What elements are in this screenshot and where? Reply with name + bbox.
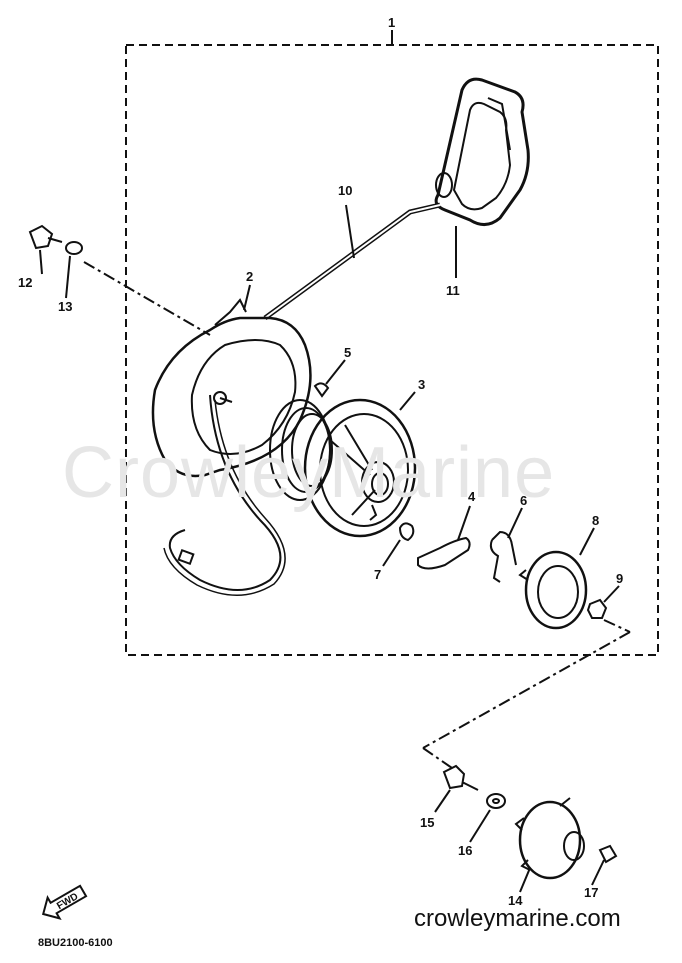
leader-12-13 <box>83 261 211 336</box>
callout-8: 8 <box>592 513 600 528</box>
pulley <box>514 797 585 880</box>
callout-1: 1 <box>388 15 396 30</box>
nut <box>586 598 608 619</box>
starter-case <box>151 298 312 478</box>
callout-10: 10 <box>338 183 353 198</box>
callout-9: 9 <box>616 571 624 586</box>
drive-plate <box>518 550 588 630</box>
callout-4: 4 <box>468 489 476 504</box>
callout-3: 3 <box>418 377 426 392</box>
bolt-15 <box>442 764 479 791</box>
washer-13 <box>65 241 83 255</box>
fwd-arrow-icon: FWD <box>41 884 88 920</box>
callout-15: 15 <box>420 815 435 830</box>
callout-5: 5 <box>344 345 352 360</box>
cap-17 <box>598 844 618 864</box>
starter-rope <box>263 202 441 321</box>
callout-16: 16 <box>458 843 473 858</box>
starter-handle <box>434 77 530 226</box>
pawl <box>417 536 471 570</box>
callout-11: 11 <box>446 283 460 298</box>
pawl-spring <box>398 522 415 542</box>
reel <box>269 398 417 538</box>
bolt-12 <box>28 224 63 250</box>
starter-cable <box>168 394 282 591</box>
website-link[interactable]: crowleymarine.com <box>414 905 621 932</box>
callout-2: 2 <box>246 269 254 284</box>
clip <box>489 530 517 583</box>
fwd-label: FWD <box>55 891 80 912</box>
watermark: CrowleyMarine <box>62 433 556 513</box>
spring <box>313 382 330 398</box>
callout-14: 14 <box>508 893 523 908</box>
diagram-code: 8BU2100-6100 <box>38 937 113 949</box>
washer-16 <box>486 793 506 809</box>
callout-12: 12 <box>18 275 33 290</box>
callout-17: 17 <box>584 885 599 900</box>
callout-13: 13 <box>58 299 73 314</box>
callout-6: 6 <box>520 493 528 508</box>
callout-7: 7 <box>374 567 382 582</box>
